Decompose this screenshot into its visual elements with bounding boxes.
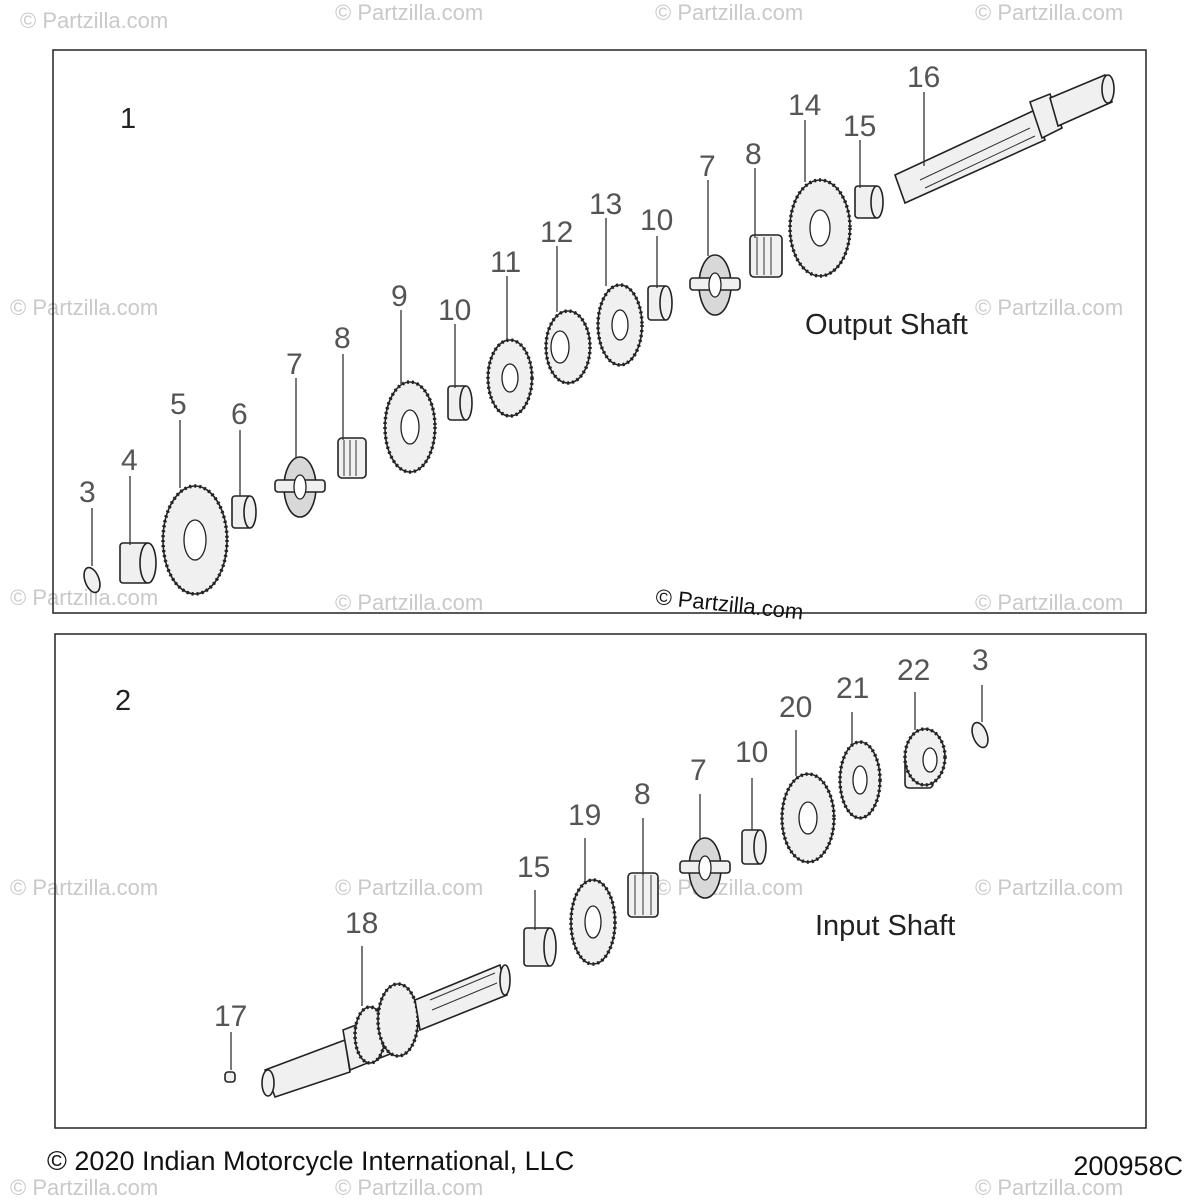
bushing: [741, 829, 767, 865]
bushing: [231, 495, 257, 529]
callout: 4: [121, 444, 138, 477]
output-shaft: [894, 73, 1115, 205]
gear: [486, 338, 534, 418]
watermark: © Partzilla.com: [975, 1175, 1123, 1200]
watermark: © Partzilla.com: [975, 295, 1123, 320]
pin: [224, 1071, 236, 1083]
callout: 14: [788, 89, 821, 122]
needle-bearing: [749, 234, 783, 278]
callout: 3: [79, 476, 96, 509]
shift-dog: [274, 456, 326, 518]
callout: 8: [334, 322, 351, 355]
watermark: © Partzilla.com: [10, 1175, 158, 1200]
output-leader-lines: [91, 92, 925, 566]
callout: 10: [735, 736, 768, 769]
callout: 21: [836, 672, 869, 705]
watermark: © Partzilla.com: [335, 875, 483, 900]
bushing: [447, 385, 473, 421]
callout: 8: [745, 138, 762, 171]
snap-ring: [83, 566, 101, 594]
gear: [376, 982, 420, 1058]
callout: 22: [897, 654, 930, 687]
gear: [383, 380, 437, 474]
watermark: © Partzilla.com: [10, 875, 158, 900]
watermark: © Partzilla.com: [10, 585, 158, 610]
partzilla-watermark: © Partzilla.com: [654, 584, 804, 624]
gear: [596, 283, 644, 367]
output-shaft-parts: [83, 73, 1115, 596]
watermark: © Partzilla.com: [655, 0, 803, 25]
input-shaft: [261, 963, 511, 1099]
callout: 7: [690, 754, 707, 787]
callout: 15: [517, 851, 550, 884]
callout: 5: [170, 388, 187, 421]
callout: 6: [231, 398, 248, 431]
watermark: © Partzilla.com: [655, 875, 803, 900]
snap-ring: [971, 721, 989, 749]
output-shaft-panel: [52, 49, 1147, 614]
watermark: © Partzilla.com: [975, 0, 1123, 25]
bushing: [523, 927, 557, 967]
watermark-layer: © Partzilla.com © Partzilla.com © Partzi…: [10, 0, 1123, 1200]
callout: 13: [589, 188, 622, 221]
input-callouts: 17 18 15 19 8 7 10 20 21 22 3: [214, 644, 989, 1033]
callout: 16: [907, 61, 940, 94]
gear: [161, 484, 229, 596]
watermark: © Partzilla.com: [975, 590, 1123, 615]
panel-number: 1: [120, 103, 136, 135]
shift-dog: [689, 254, 741, 316]
callout: 8: [634, 778, 651, 811]
copyright-notice: © 2020 Indian Motorcycle International, …: [47, 1146, 574, 1176]
callout: 9: [391, 280, 408, 313]
input-shaft-parts: [224, 721, 989, 1099]
callout: 7: [699, 150, 716, 183]
gear: [544, 309, 592, 385]
callout: 3: [972, 644, 989, 677]
diagram-code: 200958C: [1073, 1151, 1183, 1181]
callout: 19: [568, 799, 601, 832]
input-leader-lines: [230, 685, 983, 1070]
callout: 11: [490, 246, 521, 279]
callout: 10: [640, 204, 673, 237]
panel-number: 2: [115, 685, 131, 717]
watermark: © Partzilla.com: [975, 875, 1123, 900]
needle-bearing: [337, 437, 367, 479]
panel-title: Input Shaft: [815, 910, 955, 942]
watermark: © Partzilla.com: [10, 295, 158, 320]
gear: [569, 878, 617, 966]
watermark: © Partzilla.com: [335, 1175, 483, 1200]
watermark: © Partzilla.com: [335, 590, 483, 615]
callout: 15: [843, 110, 876, 143]
panel-title: Output Shaft: [805, 309, 968, 341]
watermark: © Partzilla.com: [335, 0, 483, 25]
callout: 17: [214, 1000, 247, 1033]
input-shaft-panel: [54, 633, 1147, 1129]
gear: [780, 772, 836, 864]
bushing: [854, 185, 884, 219]
gear: [838, 740, 882, 820]
bushing: [647, 285, 673, 321]
callout: 18: [345, 907, 378, 940]
needle-bearing: [627, 872, 659, 918]
spacer: [119, 542, 157, 584]
callout: 20: [779, 691, 812, 724]
output-callouts: 3 4 5 6 7 8 9 10 11 12 13 10 7 8 14 15 1…: [79, 61, 940, 509]
callout: 7: [286, 348, 303, 381]
gear: [788, 178, 852, 278]
watermark: © Partzilla.com: [20, 8, 168, 33]
callout: 10: [438, 294, 471, 327]
shift-dog: [679, 837, 731, 899]
gear-sleeve: [903, 727, 947, 789]
callout: 12: [540, 216, 573, 249]
